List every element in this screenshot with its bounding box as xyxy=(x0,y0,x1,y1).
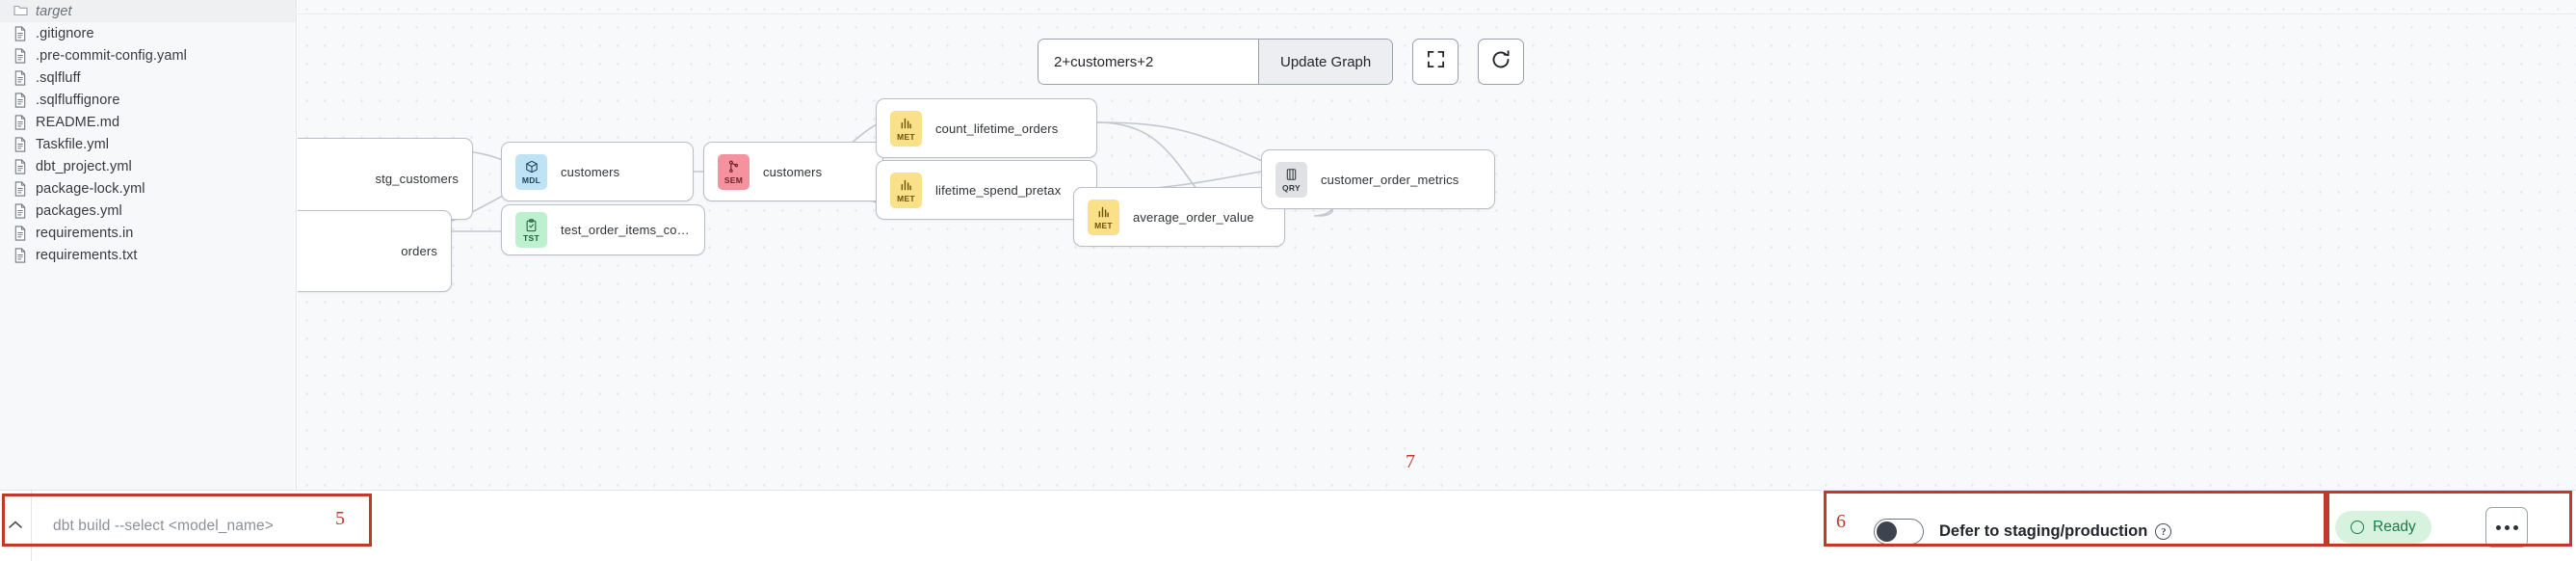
toggle-knob xyxy=(1877,521,1897,542)
file-name: packages.yml xyxy=(36,202,122,219)
file-icon xyxy=(13,136,27,152)
lineage-node-label: orders xyxy=(401,244,437,258)
help-circle-icon[interactable]: ? xyxy=(2155,523,2172,540)
clipboard-check-icon: TST xyxy=(515,212,547,248)
file-list-item[interactable]: README.md xyxy=(0,111,296,133)
file-list-item[interactable]: dbt_project.yml xyxy=(0,155,296,177)
file-list: target .gitignore .pre-commit-config.yam… xyxy=(0,0,296,266)
file-list-item[interactable]: target xyxy=(0,0,296,22)
file-icon xyxy=(13,92,27,108)
status-badge-label: Ready xyxy=(2373,519,2416,535)
annotation-label-6: 6 xyxy=(1836,511,1846,532)
node-kind-label: MDL xyxy=(521,174,541,185)
lineage-node-label: lifetime_spend_pretax xyxy=(935,182,1062,198)
file-name: package-lock.yml xyxy=(36,180,145,197)
file-name: .pre-commit-config.yaml xyxy=(36,47,187,64)
refresh-icon xyxy=(1490,49,1511,75)
file-icon xyxy=(13,247,27,263)
fit-view-button[interactable] xyxy=(1412,39,1459,85)
defer-toggle[interactable] xyxy=(1874,519,1924,545)
file-list-item[interactable]: packages.yml xyxy=(0,200,296,222)
lineage-node[interactable]: MET lifetime_spend_pretax xyxy=(876,160,1097,220)
lineage-node[interactable]: stg_customers xyxy=(298,138,473,220)
bar-chart-icon: MET xyxy=(890,172,922,208)
annotation-label-5: 5 xyxy=(335,508,345,529)
status-badge[interactable]: Ready xyxy=(2335,511,2431,544)
bar-chart-icon: MET xyxy=(1088,199,1119,235)
file-icon xyxy=(13,47,27,64)
node-kind-label: SEM xyxy=(723,174,744,185)
more-options-button[interactable] xyxy=(2485,507,2528,548)
semantic-node-icon: SEM xyxy=(718,153,749,190)
file-list-item[interactable]: requirements.in xyxy=(0,222,296,244)
ellipsis-icon xyxy=(2495,524,2518,530)
file-name: Taskfile.yml xyxy=(36,136,110,152)
status-ring-icon xyxy=(2351,521,2364,534)
node-kind-label: MET xyxy=(897,131,915,142)
file-name: requirements.in xyxy=(36,225,134,241)
lineage-node-label: test_order_items_compute_to_bools… xyxy=(561,223,691,237)
dbt-command-input[interactable]: dbt build --select <model_name> xyxy=(53,517,274,534)
file-name: dbt_project.yml xyxy=(36,158,132,174)
lineage-node[interactable]: orders xyxy=(298,210,452,292)
file-name: requirements.txt xyxy=(36,247,138,263)
query-icon: QRY xyxy=(1275,161,1307,198)
file-name: README.md xyxy=(36,114,120,130)
lineage-node[interactable]: MDL customers xyxy=(501,142,694,201)
cube-icon: MDL xyxy=(515,153,547,190)
graph-toolbar: 2+customers+2 Update Graph xyxy=(1038,39,1525,85)
defer-toggle-label: Defer to staging/production xyxy=(1939,522,2148,540)
lineage-node-label: customer_order_metrics xyxy=(1321,172,1459,187)
lineage-node[interactable]: MET average_order_value xyxy=(1073,187,1285,247)
folder-icon xyxy=(13,4,28,19)
lineage-node[interactable]: QRY customer_order_metrics xyxy=(1261,149,1495,209)
file-explorer-sidebar[interactable]: target .gitignore .pre-commit-config.yam… xyxy=(0,0,297,490)
file-icon xyxy=(13,180,27,197)
lineage-node[interactable]: MET count_lifetime_orders xyxy=(876,98,1097,158)
file-list-item[interactable]: .pre-commit-config.yaml xyxy=(0,44,296,67)
graph-selector-input[interactable]: 2+customers+2 xyxy=(1038,40,1258,84)
expand-panel-button[interactable] xyxy=(0,491,31,561)
node-kind-label: MET xyxy=(897,193,915,203)
lineage-node-label: stg_customers xyxy=(375,172,459,186)
file-name: .sqlfluffignore xyxy=(36,92,120,108)
file-icon xyxy=(13,114,27,130)
file-icon xyxy=(13,225,27,241)
lineage-node-label: customers xyxy=(561,164,620,179)
bottom-status-bar: dbt build --select <model_name> xyxy=(0,490,2576,561)
file-icon xyxy=(13,25,27,41)
bar-chart-icon: MET xyxy=(890,110,922,147)
node-kind-label: MET xyxy=(1094,220,1113,230)
node-kind-label: TST xyxy=(523,233,539,243)
canvas-top-divider xyxy=(298,13,2576,14)
file-name: .gitignore xyxy=(36,25,94,41)
file-list-item[interactable]: .sqlfluffignore xyxy=(0,89,296,111)
annotation-label-7: 7 xyxy=(1406,451,1415,472)
lineage-node-label: count_lifetime_orders xyxy=(935,120,1059,136)
file-list-item[interactable]: .sqlfluff xyxy=(0,67,296,89)
file-name: .sqlfluff xyxy=(36,69,81,86)
refresh-button[interactable] xyxy=(1478,39,1525,85)
bottom-bar-divider xyxy=(31,490,32,561)
file-list-item[interactable]: package-lock.yml xyxy=(0,177,296,200)
fit-view-icon xyxy=(1426,49,1446,74)
file-icon xyxy=(13,158,27,174)
chevron-up-icon xyxy=(8,518,23,534)
file-list-item[interactable]: .gitignore xyxy=(0,22,296,44)
update-graph-button[interactable]: Update Graph xyxy=(1258,40,1393,84)
graph-selector-combo[interactable]: 2+customers+2 Update Graph xyxy=(1038,39,1394,85)
lineage-node[interactable]: TST test_order_items_compute_to_bools… xyxy=(501,204,705,255)
defer-toggle-label-wrap: Defer to staging/production ? xyxy=(1939,522,2172,541)
file-name: target xyxy=(36,3,72,19)
lineage-node[interactable]: SEM customers xyxy=(703,142,883,201)
file-list-item[interactable]: requirements.txt xyxy=(0,244,296,266)
defer-toggle-group: Defer to staging/production ? xyxy=(1874,519,2172,545)
lineage-node-label: average_order_value xyxy=(1133,209,1254,225)
node-kind-label: QRY xyxy=(1281,182,1301,193)
file-icon xyxy=(13,202,27,219)
file-list-item[interactable]: Taskfile.yml xyxy=(0,133,296,155)
file-icon xyxy=(13,69,27,86)
lineage-node-label: customers xyxy=(763,164,823,179)
